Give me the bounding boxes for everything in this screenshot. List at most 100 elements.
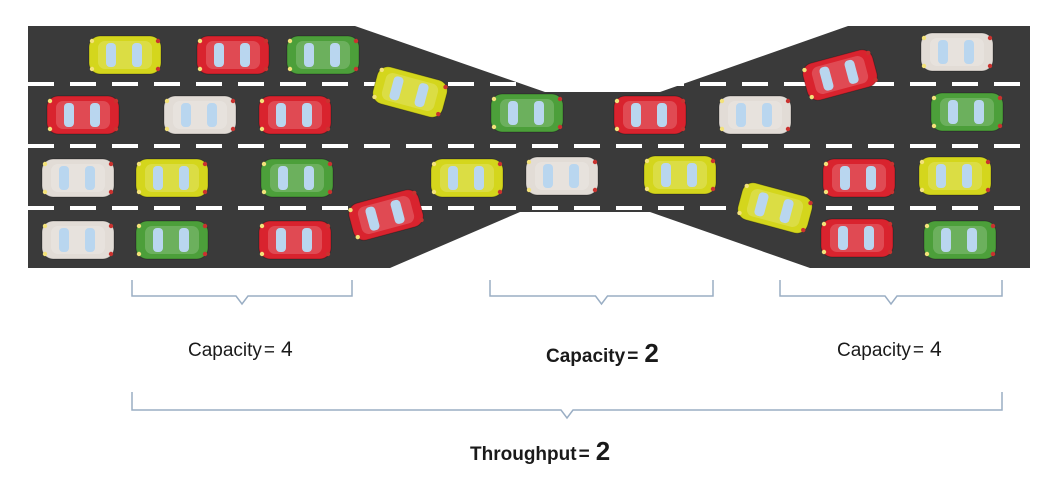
car-window [153,166,163,190]
car-light [108,161,114,167]
car-window [508,101,518,125]
car-light [985,159,991,165]
car-window [304,166,314,190]
car-light [737,210,742,216]
car [718,95,792,135]
car-light [644,186,650,192]
car-window [936,164,946,188]
car-window [414,83,429,108]
car-light [557,96,563,102]
car [46,95,120,135]
car-light [497,161,503,167]
car-light [431,189,437,195]
car [430,158,504,198]
car [196,35,270,75]
capacity-value: 2 [644,338,659,368]
car-light [412,190,417,196]
car-light [990,251,996,257]
car-light [802,67,807,73]
car-window [948,100,958,124]
car-light [155,66,161,72]
car-body [372,66,448,118]
car-window [302,228,312,252]
car-window [474,166,484,190]
car-light [889,189,895,195]
car-light [497,189,503,195]
car-light [808,200,813,206]
car-light [873,77,878,83]
car-light [744,183,749,189]
car-window [779,199,794,224]
car-light [921,63,927,69]
car-light [431,161,437,167]
brackets [131,280,1003,420]
car [41,220,115,260]
car-light [325,223,331,229]
car-window [543,164,553,188]
car-light [924,251,930,257]
car [923,220,997,260]
car-light [889,161,895,167]
car-light [89,66,95,72]
car [372,66,448,118]
car-light [710,186,716,192]
throughput-label: Throughput = 2 [470,436,610,467]
car [490,93,564,133]
car-light [287,38,293,44]
car [88,35,162,75]
car-window [661,163,671,187]
car-light [230,98,236,104]
car-light [113,98,119,104]
car-light [230,126,236,132]
car-light [42,251,48,257]
capacity-name: Capacity [188,340,262,361]
capacity-name: Capacity [546,346,626,367]
car-window [85,228,95,252]
car-window [302,103,312,127]
car-window [762,103,772,127]
car-light [202,189,208,195]
car [41,158,115,198]
car-light [801,227,806,233]
equals-sign: = [912,340,925,361]
car-window [866,166,876,190]
capacity-value: 4 [930,338,942,361]
car-light [325,98,331,104]
car-light [710,158,716,164]
throughput-value: 2 [595,436,611,466]
car [802,49,878,101]
car-light [809,94,814,100]
car-window [90,103,100,127]
car [525,156,599,196]
car-light [990,223,996,229]
car-light [287,66,293,72]
car-window [844,59,859,84]
car-light [719,98,725,104]
car-light [155,38,161,44]
car-light [823,189,829,195]
car-light [557,124,563,130]
car-light [259,126,265,132]
car-window [534,101,544,125]
car [918,156,992,196]
capacity-label-bottleneck: Capacity = 2 [546,338,659,374]
capacity-value: 4 [281,338,293,361]
bracket-left [131,280,353,306]
car-light [259,251,265,257]
car [643,155,717,195]
car-window [59,228,69,252]
equals-sign: = [578,444,590,465]
car-light [164,98,170,104]
car [930,92,1004,132]
car [613,95,687,135]
car-light [919,187,925,193]
car-light [719,126,725,132]
car-light [108,223,114,229]
car-light [202,223,208,229]
car-light [325,126,331,132]
car [820,218,894,258]
car-window [59,166,69,190]
car-light [325,251,331,257]
car-window [631,103,641,127]
